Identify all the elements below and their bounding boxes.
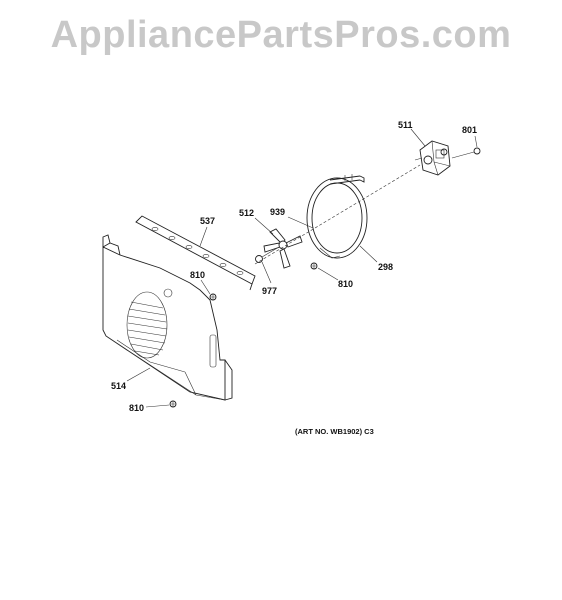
callout-939: 939 xyxy=(270,207,285,217)
art-number-caption: (ART NO. WB1902) C3 xyxy=(295,427,374,436)
fan-blade xyxy=(263,228,303,269)
callout-298: 298 xyxy=(378,262,393,272)
callout-512: 512 xyxy=(239,208,254,218)
leader-lines xyxy=(126,128,478,408)
callout-810-ring: 810 xyxy=(338,279,353,289)
heating-element-ring xyxy=(306,174,368,259)
screw-bottom xyxy=(169,400,177,408)
callout-977: 977 xyxy=(262,286,277,296)
screw-ring xyxy=(310,262,318,270)
screw-bracket xyxy=(209,293,217,301)
assembly-axis-line xyxy=(254,164,421,265)
motor-screw xyxy=(451,147,481,159)
callout-810-bracket: 810 xyxy=(190,270,205,280)
convection-motor xyxy=(414,140,451,176)
fan-grille xyxy=(126,291,168,359)
fan-cover-panel xyxy=(102,234,233,401)
callout-537: 537 xyxy=(200,216,215,226)
callout-511: 511 xyxy=(398,120,413,130)
mounting-bracket-strip xyxy=(135,215,256,291)
watermark-logo: AppliancePartsPros.com xyxy=(50,14,512,56)
callout-514: 514 xyxy=(111,381,126,391)
callout-801: 801 xyxy=(462,125,477,135)
callout-810-bottom: 810 xyxy=(129,403,144,413)
